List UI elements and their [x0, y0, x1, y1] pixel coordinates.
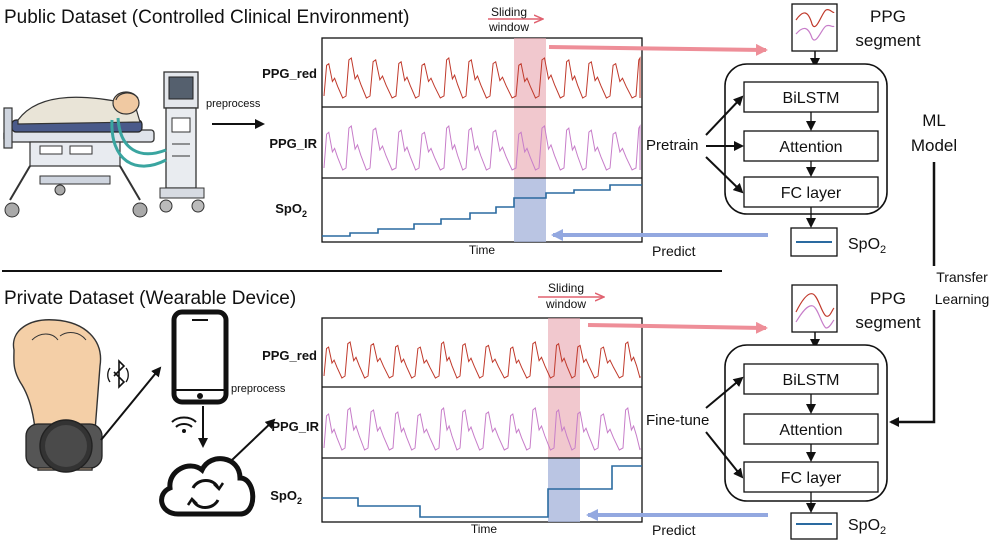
- public-pretrain-label: Pretrain: [646, 137, 699, 154]
- private-time-label: Time: [471, 522, 498, 536]
- private-segment-arrow: [587, 321, 768, 334]
- public-sliding-label-2: window: [488, 20, 529, 34]
- public-bilstm-label: BiLSTM: [783, 90, 840, 107]
- public-pretrain-arrow-3: [705, 156, 744, 194]
- private-signal-panel: [321, 317, 643, 523]
- private-preprocess-label: preprocess: [231, 383, 286, 395]
- private-label-spo2: SpO2: [270, 488, 302, 506]
- public-signal-panel: [321, 37, 643, 243]
- public-bilstm-block: [743, 81, 879, 113]
- private-dataset-title: Private Dataset (Wearable Device): [4, 288, 296, 309]
- cloud-sync-icon: [159, 456, 256, 517]
- public-pretrain-arrow-1: [705, 95, 744, 136]
- smartphone-icon: [171, 309, 229, 405]
- private-bilstm-label: BiLSTM: [783, 372, 840, 389]
- ventilator-icon: [110, 71, 205, 213]
- private-finetune-arrow-1: [705, 376, 744, 409]
- public-dataset-title: Public Dataset (Controlled Clinical Envi…: [4, 7, 410, 28]
- watch-to-phone-arrow: [100, 366, 162, 441]
- private-ppg-segment-thumbnail: [791, 284, 838, 333]
- private-sliding-label-1: Sliding: [548, 281, 584, 295]
- public-ppg-ir-signal: [323, 124, 641, 171]
- public-label-ppg-ir: PPG_IR: [269, 136, 317, 151]
- public-segment-arrow: [548, 43, 768, 56]
- bluetooth-icon: [107, 359, 129, 389]
- ml-model-label-1: ML: [922, 111, 946, 130]
- private-fc-block: [743, 461, 879, 493]
- public-ppg-segment-label-1: PPG: [870, 7, 906, 26]
- transfer-label-1: Transfer: [936, 269, 988, 285]
- private-label-ppg-red: PPG_red: [262, 348, 317, 363]
- private-fc-label: FC layer: [781, 470, 842, 487]
- public-ppg-red-signal: [323, 56, 641, 99]
- private-ppg-segment-label-2: segment: [855, 313, 920, 332]
- private-finetune-arrow-2: [705, 431, 744, 479]
- public-window-spo2: [514, 178, 546, 242]
- public-ppg-segment-label-2: segment: [855, 31, 920, 50]
- public-label-spo2: SpO2: [275, 201, 307, 219]
- private-bilstm-block: [743, 363, 879, 395]
- public-attention-block: [743, 130, 879, 162]
- transfer-label-backdrop: [926, 266, 996, 310]
- private-label-ppg-ir: PPG_IR: [271, 419, 319, 434]
- wifi-icon: [171, 416, 197, 433]
- private-output-label: SpO2: [848, 517, 886, 537]
- private-attention-label: Attention: [779, 422, 842, 439]
- ml-model-label-2: Model: [911, 136, 957, 155]
- transfer-label-2: Learning: [935, 291, 990, 307]
- cloud-to-signals-arrow: [231, 418, 276, 461]
- hospital-bed-icon: [3, 91, 155, 218]
- public-sliding-label-1: Sliding: [491, 5, 527, 19]
- public-predict-label: Predict: [652, 243, 696, 259]
- private-ppg-ir-signal: [323, 406, 641, 451]
- private-predict-label: Predict: [652, 522, 696, 538]
- private-sliding-label-2: window: [545, 297, 586, 311]
- public-ppg-segment-thumbnail: [791, 3, 838, 52]
- private-window-spo2: [548, 458, 580, 522]
- private-output-box: [790, 512, 838, 540]
- public-output-label: SpO2: [848, 236, 886, 256]
- public-preprocess-label: preprocess: [206, 98, 261, 110]
- public-window-ppg: [514, 38, 546, 178]
- private-spo2-signal: [322, 465, 642, 518]
- transfer-learning-arrow: [889, 162, 936, 427]
- public-spo2-signal: [322, 184, 642, 237]
- public-attention-label: Attention: [779, 139, 842, 156]
- private-finetune-label: Fine-tune: [646, 412, 709, 429]
- private-ppg-red-signal: [323, 341, 641, 379]
- public-fc-label: FC layer: [781, 185, 842, 202]
- private-attention-block: [743, 413, 879, 445]
- private-ppg-segment-label-1: PPG: [870, 289, 906, 308]
- public-fc-block: [743, 176, 879, 208]
- public-time-label: Time: [469, 243, 496, 257]
- wrist-watch-icon: [12, 319, 103, 473]
- public-label-ppg-red: PPG_red: [262, 66, 317, 81]
- private-window-ppg: [548, 318, 580, 458]
